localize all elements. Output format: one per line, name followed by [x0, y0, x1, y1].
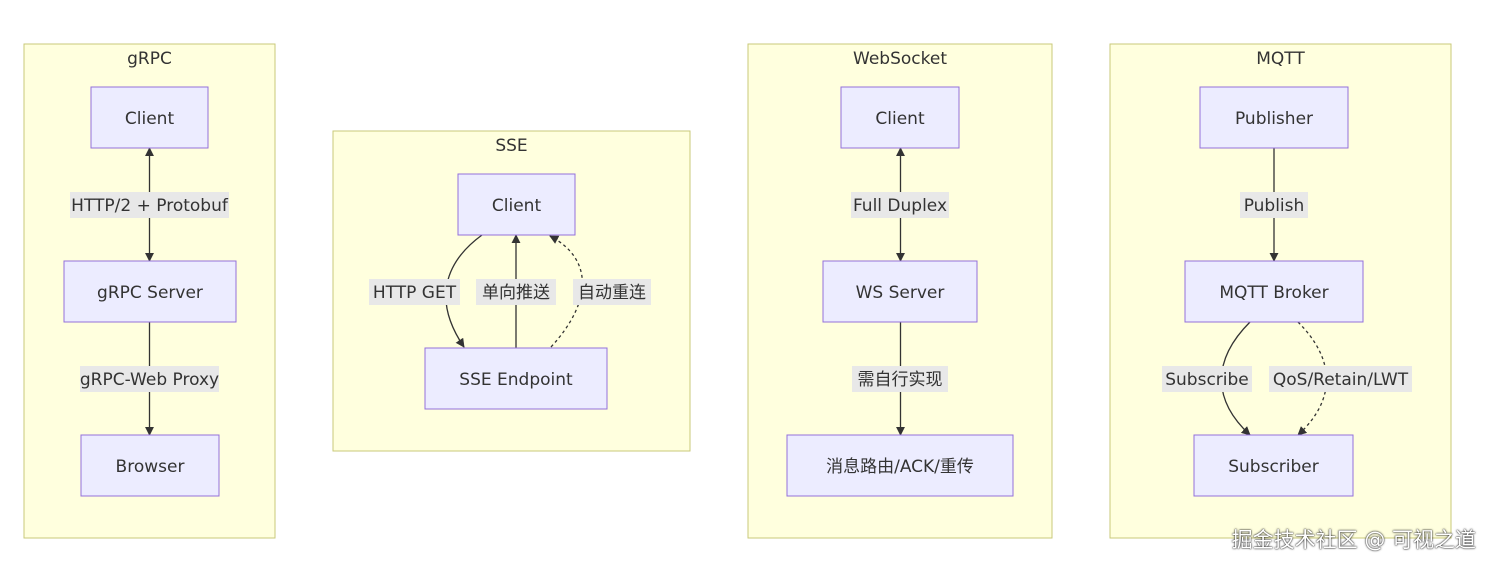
cluster-mqtt-title: MQTT: [1256, 49, 1305, 69]
svg-text:SSE Endpoint: SSE Endpoint: [459, 370, 573, 390]
edge-label-sse-push: 单向推送: [476, 279, 556, 305]
edge-label-mqtt-subscribe: Subscribe: [1162, 366, 1252, 392]
cluster-sse: SSE HTTP GET 单向推送 自动重连 Client SSE Endpoi…: [332, 130, 691, 452]
svg-text:Publish: Publish: [1244, 196, 1305, 216]
node-ws-client: Client: [840, 86, 960, 149]
svg-text:Client: Client: [492, 196, 542, 216]
svg-text:WS Server: WS Server: [856, 283, 945, 303]
svg-text:HTTP/2 + Protobuf: HTTP/2 + Protobuf: [71, 196, 229, 216]
cluster-grpc: gRPC HTTP/2 + Protobuf gRPC-Web Proxy Cl…: [23, 43, 276, 539]
cluster-grpc-title: gRPC: [127, 49, 172, 69]
svg-text:Subscriber: Subscriber: [1228, 457, 1319, 477]
node-ws-server: WS Server: [822, 260, 978, 323]
cluster-sse-title: SSE: [495, 136, 527, 156]
svg-text:gRPC-Web Proxy: gRPC-Web Proxy: [80, 370, 219, 390]
svg-text:Full Duplex: Full Duplex: [853, 196, 947, 216]
edge-label-grpc-http2: HTTP/2 + Protobuf: [70, 192, 229, 218]
node-grpc-server: gRPC Server: [63, 260, 237, 323]
svg-text:Browser: Browser: [116, 457, 185, 477]
node-grpc-client: Client: [90, 86, 209, 149]
svg-text:单向推送: 单向推送: [482, 283, 550, 303]
edge-label-mqtt-qos: QoS/Retain/LWT: [1269, 366, 1412, 392]
svg-text:HTTP GET: HTTP GET: [373, 283, 457, 303]
svg-text:Client: Client: [875, 109, 925, 129]
node-grpc-browser: Browser: [80, 434, 220, 497]
edge-label-grpc-web-proxy: gRPC-Web Proxy: [80, 366, 219, 392]
node-ws-routing: 消息路由/ACK/重传: [786, 434, 1014, 497]
svg-text:Publisher: Publisher: [1235, 109, 1313, 129]
svg-text:QoS/Retain/LWT: QoS/Retain/LWT: [1273, 370, 1409, 390]
svg-text:gRPC Server: gRPC Server: [97, 283, 203, 303]
node-mqtt-broker: MQTT Broker: [1184, 260, 1364, 323]
cluster-websocket-title: WebSocket: [853, 49, 947, 69]
node-mqtt-publisher: Publisher: [1199, 86, 1349, 149]
node-mqtt-subscriber: Subscriber: [1193, 434, 1354, 497]
svg-text:Subscribe: Subscribe: [1165, 370, 1249, 390]
edge-label-mqtt-publish: Publish: [1240, 192, 1308, 218]
node-sse-client: Client: [457, 173, 576, 236]
cluster-websocket: WebSocket Full Duplex 需自行实现 Client WS Se…: [747, 43, 1053, 539]
svg-text:Client: Client: [125, 109, 175, 129]
node-sse-endpoint: SSE Endpoint: [424, 347, 608, 410]
edge-label-ws-duplex: Full Duplex: [851, 192, 949, 218]
cluster-mqtt: MQTT Publish Subscribe QoS/Retain/LWT Pu…: [1109, 43, 1452, 539]
svg-text:消息路由/ACK/重传: 消息路由/ACK/重传: [826, 457, 974, 477]
edge-label-sse-reconnect: 自动重连: [573, 279, 651, 305]
watermark-text: 掘金技术社区 @ 可视之道: [1231, 528, 1476, 552]
edge-label-sse-http-get: HTTP GET: [369, 279, 460, 305]
svg-text:MQTT Broker: MQTT Broker: [1219, 283, 1328, 303]
svg-text:自动重连: 自动重连: [578, 283, 646, 303]
edge-label-ws-self-impl: 需自行实现: [852, 366, 948, 392]
svg-text:需自行实现: 需自行实现: [858, 370, 943, 390]
